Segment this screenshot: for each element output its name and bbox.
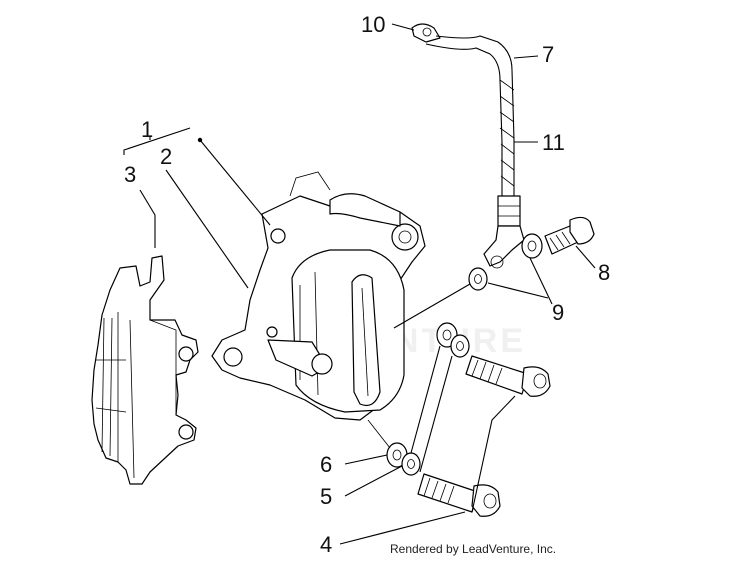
leader-lines (123, 23, 596, 545)
callout-3: 3 (124, 162, 136, 187)
mounting-bolt-lower (417, 473, 501, 517)
callout-6: 6 (320, 452, 332, 477)
mounting-bolt-upper (465, 355, 551, 397)
brake-pads (91, 255, 199, 485)
callout-4: 4 (320, 532, 332, 557)
callout-11: 11 (542, 130, 565, 155)
caliper-body (266, 249, 405, 413)
copper-washers (468, 233, 543, 291)
callout-5: 5 (320, 484, 332, 509)
render-credit: Rendered by LeadVenture, Inc. (390, 542, 556, 556)
callout-labels: 1 2 3 10 7 11 8 9 6 5 4 (124, 12, 610, 557)
callout-8: 8 (598, 260, 610, 285)
washers-upper (436, 322, 470, 358)
brake-hose (425, 35, 525, 269)
hose-clamp (411, 23, 441, 43)
callout-9: 9 (552, 300, 564, 325)
callout-1: 1 (141, 117, 153, 142)
callout-7: 7 (542, 42, 554, 67)
washers-lower (386, 442, 421, 476)
banjo-bolt (544, 216, 595, 255)
callout-2: 2 (160, 144, 172, 169)
callout-10: 10 (361, 12, 385, 37)
